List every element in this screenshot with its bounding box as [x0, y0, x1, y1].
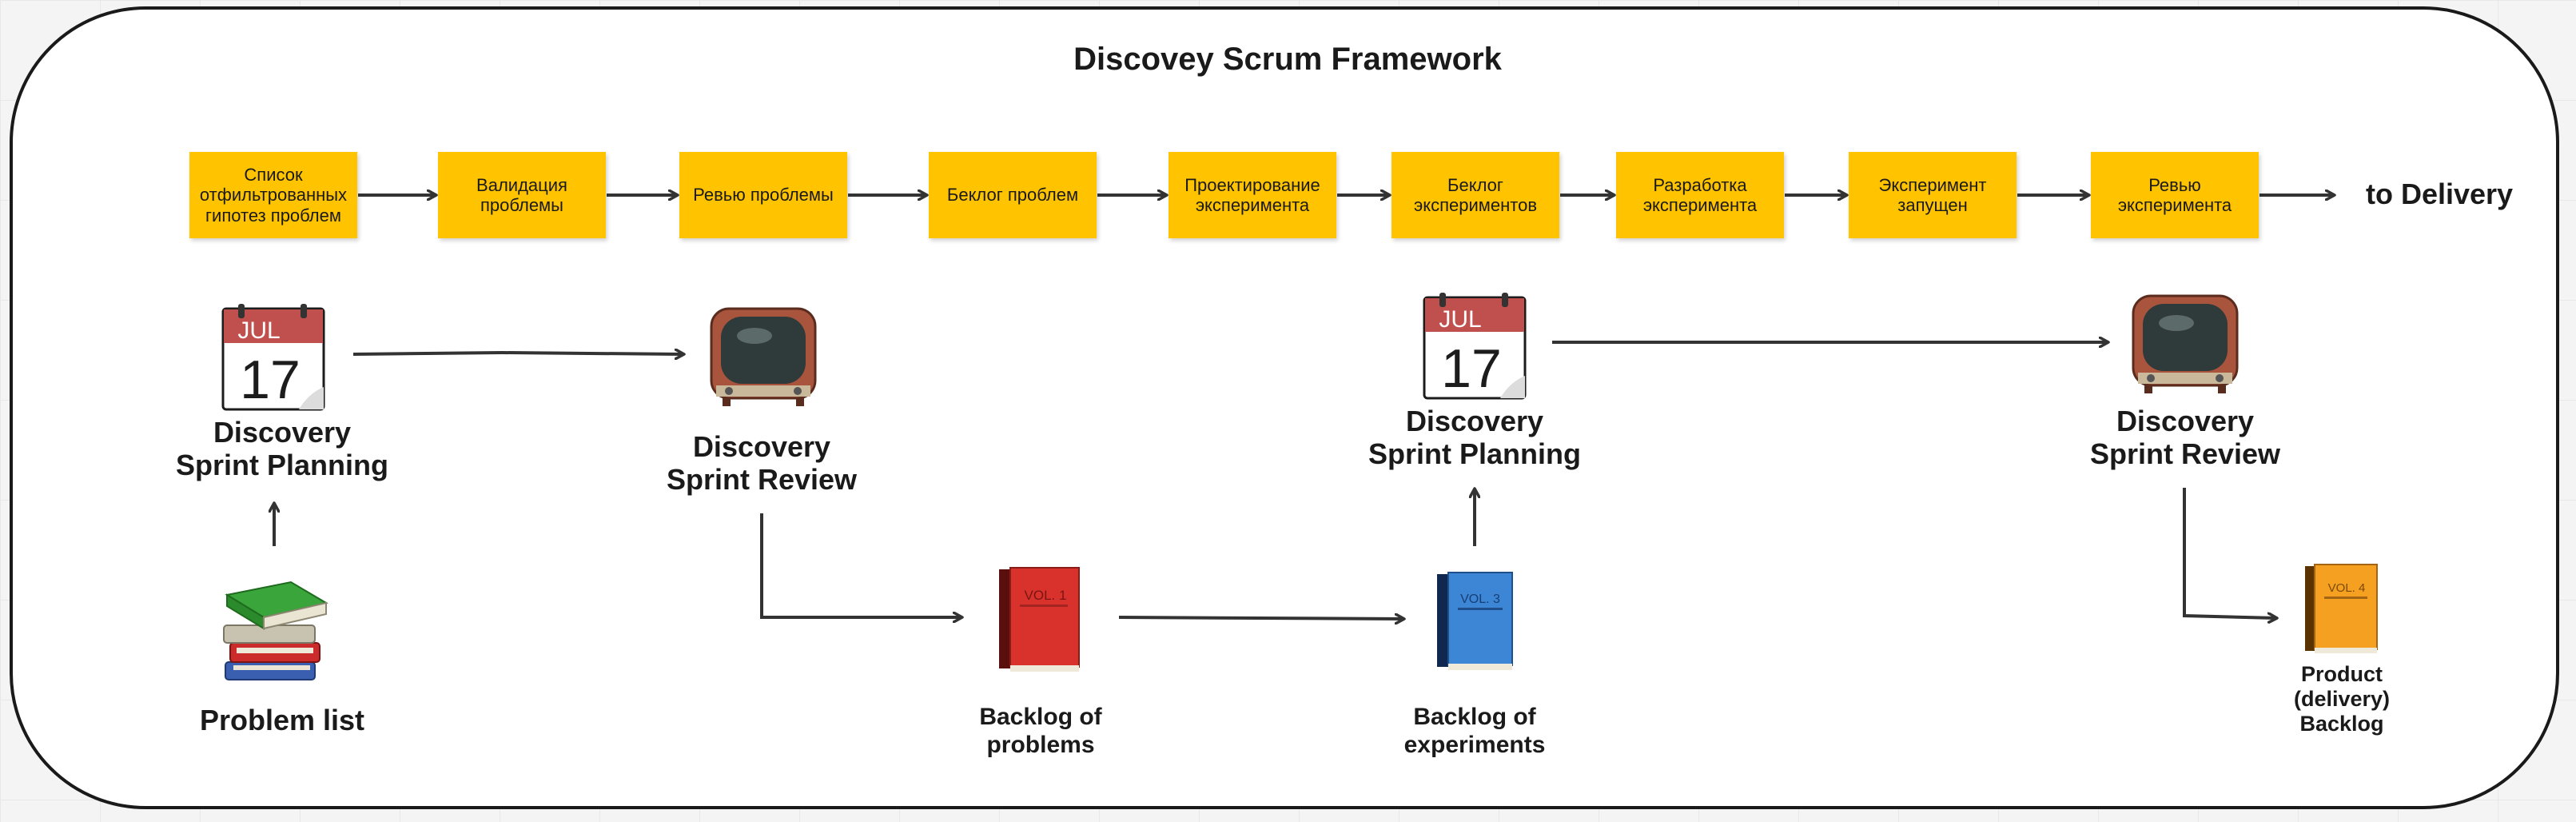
arrow-planning1-review1 — [352, 353, 683, 354]
node-backlog-problems[interactable]: Backlog of problems — [979, 704, 1102, 758]
arrow-review1-backlog-problems — [760, 513, 962, 617]
sticky-step-6[interactable]: Беклог экспериментов — [1392, 152, 1559, 238]
tv-icon — [2132, 294, 2239, 393]
books-stack-icon — [223, 581, 328, 680]
calendar-day: 17 — [240, 349, 301, 410]
book-blue-icon: VOL. 3 — [1437, 572, 1513, 670]
calendar-month: JUL — [1439, 306, 1481, 333]
sticky-step-9[interactable]: Ревью эксперимента — [2091, 152, 2259, 238]
sticky-step-7[interactable]: Разработка эксперимента — [1616, 152, 1784, 238]
diagram-title: Discovey Scrum Framework — [1073, 42, 1502, 77]
arrow-review2-product-backlog — [2183, 488, 2276, 618]
node-problem-list[interactable]: Problem list — [199, 704, 365, 736]
book-blue-volume: VOL. 3 — [1460, 593, 1500, 606]
sticky-step-1[interactable]: Список отфильтрованных гипотез проблем — [189, 152, 357, 238]
tv-icon — [710, 307, 817, 406]
book-red-icon: VOL. 1 — [999, 567, 1080, 672]
sticky-step-3[interactable]: Ревью проблемы — [679, 152, 847, 238]
sticky-step-5[interactable]: Проектирование эксперимента — [1169, 152, 1336, 238]
calendar-icon: JUL 17 — [221, 304, 325, 411]
calendar-month: JUL — [237, 317, 280, 344]
sticky-step-4[interactable]: Беклог проблем — [929, 152, 1097, 238]
sticky-step-2[interactable]: Валидация проблемы — [438, 152, 606, 238]
to-delivery-label: to Delivery — [2366, 178, 2514, 210]
arrow-backlog-problems-experiments — [1118, 617, 1403, 619]
book-red-volume: VOL. 1 — [1025, 588, 1067, 603]
framework-frame — [10, 6, 2559, 809]
node-backlog-experiments[interactable]: Backlog of experiments — [1403, 704, 1546, 758]
node-product-backlog[interactable]: Product (delivery) Backlog — [2293, 662, 2391, 736]
book-orange-icon: VOL. 4 — [2305, 564, 2378, 653]
calendar-day: 17 — [1441, 338, 1502, 399]
node-sprint-planning-2[interactable]: Discovery Sprint Planning — [1368, 405, 1581, 471]
calendar-icon: JUL 17 — [1423, 293, 1527, 400]
book-orange-volume: VOL. 4 — [2328, 581, 2366, 595]
sticky-step-8[interactable]: Эксперимент запущен — [1849, 152, 2017, 238]
node-sprint-review-1[interactable]: Discovery Sprint Review — [666, 430, 858, 497]
node-sprint-review-2[interactable]: Discovery Sprint Review — [2089, 405, 2281, 471]
node-sprint-planning-1[interactable]: Discovery Sprint Planning — [176, 416, 388, 482]
